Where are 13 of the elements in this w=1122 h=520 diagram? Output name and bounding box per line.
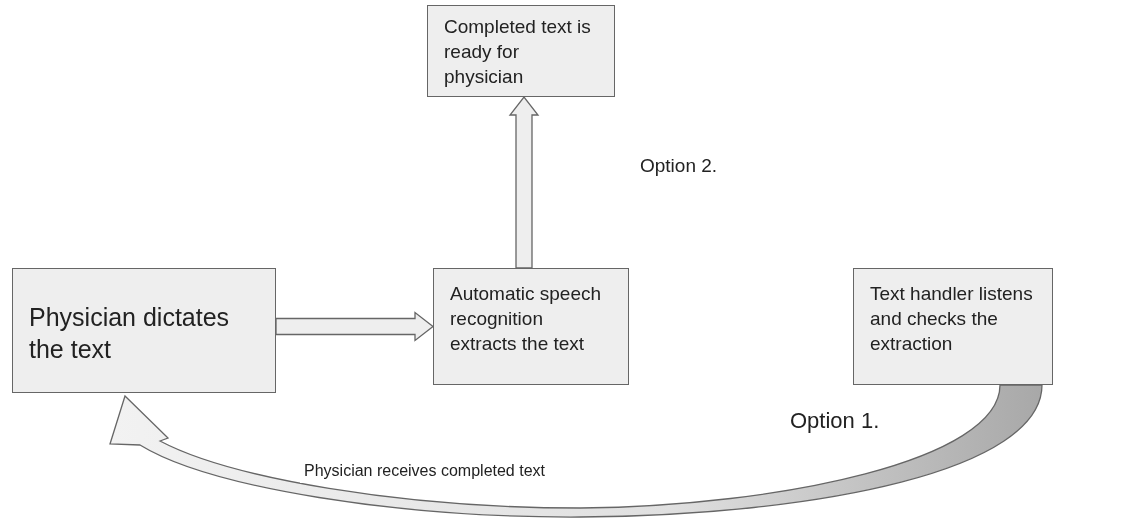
process-box xyxy=(433,268,629,385)
process-box xyxy=(853,268,1053,385)
box-text: Completed text is ready for physician xyxy=(444,15,592,89)
option-label: Option 1. xyxy=(790,407,880,435)
block-arrow xyxy=(275,311,435,342)
box-text: Physician dictates the text xyxy=(29,302,231,365)
box-text: Text handler listens and checks the extraction xyxy=(870,282,1034,356)
process-box xyxy=(12,268,276,393)
option-label: Option 2. xyxy=(640,154,718,178)
block-arrow xyxy=(508,95,540,269)
curved-block-arrow xyxy=(109,384,1043,518)
process-box xyxy=(427,5,615,97)
box-text: Automatic speech recognition extracts the text xyxy=(450,282,603,356)
